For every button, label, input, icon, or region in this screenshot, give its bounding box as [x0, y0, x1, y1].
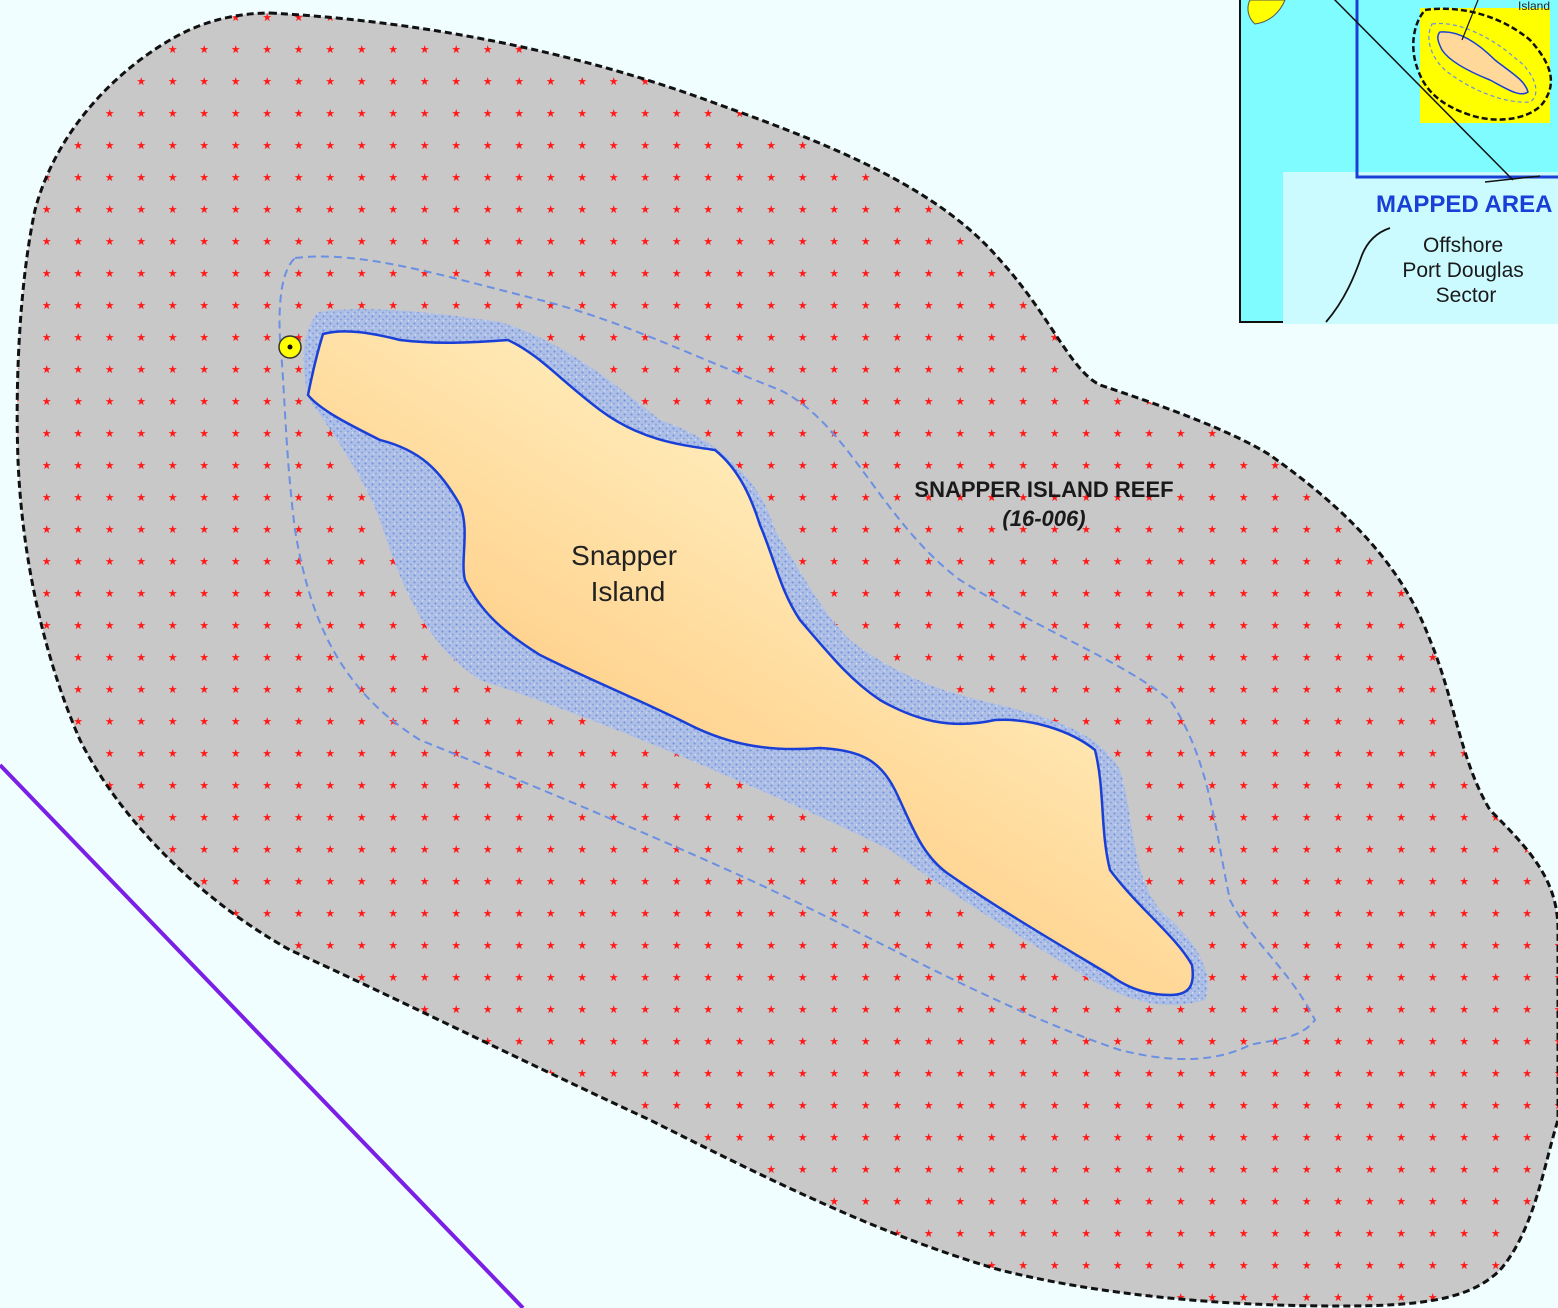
inset-mainland: [1247, 0, 1286, 25]
snapper-island[interactable]: [306, 330, 1194, 997]
zone-boundary-line: [0, 763, 525, 1308]
inset-sector-label: Offshore Port Douglas Sector: [1402, 234, 1529, 307]
inset-reef-outline: [1412, 7, 1553, 121]
inset-area-leader: [1484, 175, 1541, 183]
yellow-circle-dot-icon[interactable]: [278, 335, 302, 359]
inset-island-leader: [1461, 0, 1479, 41]
inner-zone-boundary: [278, 255, 1317, 1061]
island-name-label: Snapper Island: [571, 540, 685, 607]
inset-sector-area: [1283, 172, 1558, 324]
inset-zone-outline: [1428, 22, 1537, 103]
inset-island: [1437, 31, 1529, 95]
reef-outline-dashed: [15, 11, 1558, 1308]
inset-sector-boundary: [1325, 227, 1391, 323]
inset-pointer-line: [1333, 0, 1514, 181]
inset-mapped-area-label: MAPPED AREA: [1376, 191, 1552, 218]
inset-map: Island MAPPED AREA Offshore Port Douglas…: [1239, 0, 1558, 324]
inset-island-label: Island: [1518, 0, 1550, 13]
reef-code-label: (16-006): [1002, 506, 1085, 531]
reef-name-label: SNAPPER ISLAND REEF: [914, 477, 1173, 502]
inset-mapped-frame: [1355, 0, 1558, 179]
